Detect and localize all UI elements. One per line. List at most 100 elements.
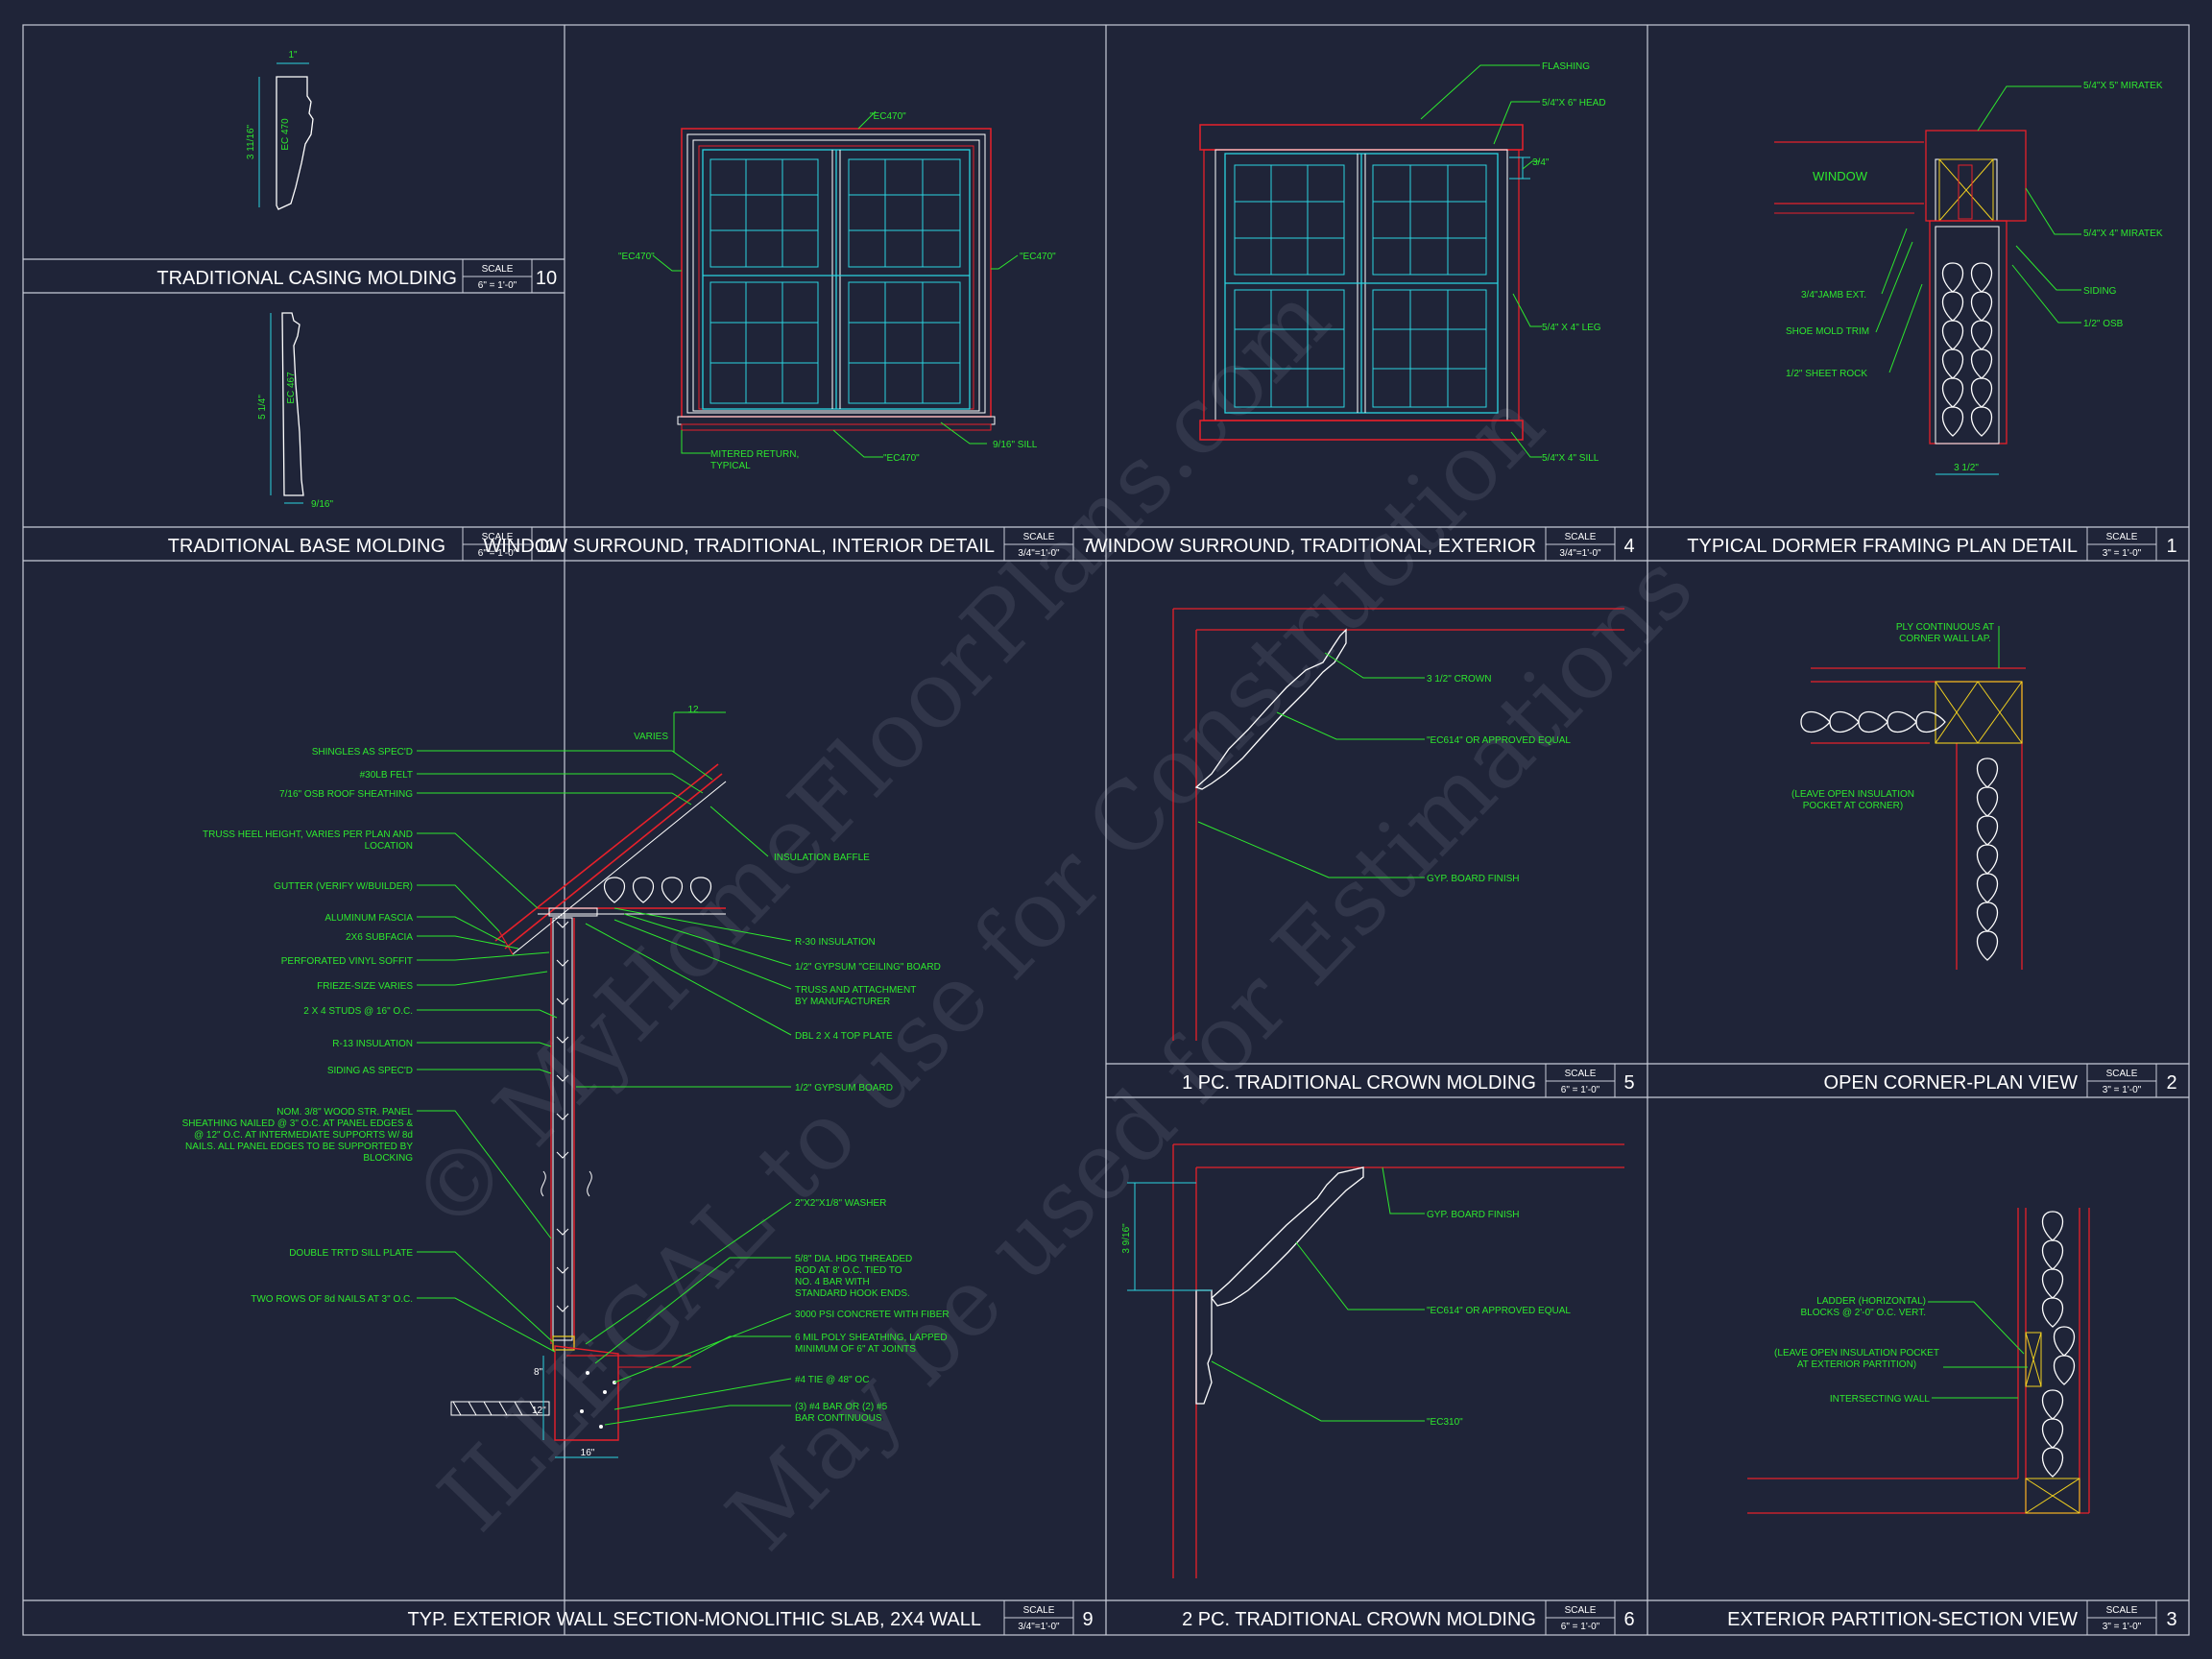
watermark: © MyHomeFloorPlans.com ILLEGAL to use fo… — [390, 265, 1714, 1571]
label: "EC470" — [870, 111, 906, 122]
panel-title: TYPICAL DORMER FRAMING PLAN DETAIL — [1687, 536, 2078, 557]
label: MITERED RETURN, — [710, 449, 799, 460]
scale-value: 3" = 1'-0" — [2103, 548, 2142, 559]
corner-insulation — [1800, 710, 1946, 733]
panel-number: 6 — [1623, 1609, 1634, 1630]
label: 3 9/16" — [1121, 1223, 1132, 1254]
crown-molding-2pc-detail: 3 9/16" GYP. BOARD FINISH "EC614" OR APP… — [1121, 1143, 1624, 1578]
label: 5/4"X 5" MIRATEK — [2083, 81, 2163, 91]
label: VARIES — [634, 732, 668, 742]
label: 5/4"X 4" MIRATEK — [2083, 228, 2163, 239]
scale-label: SCALE — [1023, 1605, 1055, 1616]
label: R-13 INSULATION — [332, 1039, 413, 1049]
label: @ 12" O.C. AT INTERMEDIATE SUPPORTS W/ 8… — [194, 1130, 413, 1141]
label: BY MANUFACTURER — [795, 997, 890, 1007]
scale-value: 6" = 1'-0" — [1561, 1085, 1600, 1095]
panel-number: 3 — [2166, 1609, 2176, 1630]
label: 2X6 SUBFACIA — [346, 932, 413, 943]
wall-section-detail: SHINGLES AS SPEC'D #30LB FELT 7/16" OSB … — [182, 705, 950, 1458]
panel-title: OPEN CORNER-PLAN VIEW — [1824, 1072, 2079, 1094]
label: CORNER WALL LAP. — [1899, 634, 1991, 644]
label: PLY CONTINUOUS AT — [1896, 622, 1994, 633]
scale-label: SCALE — [482, 264, 514, 275]
label: GYP. BOARD FINISH — [1427, 874, 1520, 884]
label: 3 1/2" — [1954, 463, 1979, 473]
label: BLOCKS @ 2'-0" O.C. VERT. — [1801, 1308, 1926, 1318]
panel-title: TRADITIONAL CASING MOLDING — [156, 268, 457, 289]
label: 1/2" OSB — [2083, 319, 2124, 329]
panel-title: TYP. EXTERIOR WALL SECTION-MONOLITHIC SL… — [407, 1609, 981, 1630]
scale-label: SCALE — [1023, 532, 1055, 542]
label: GUTTER (VERIFY W/BUILDER) — [274, 881, 413, 892]
panel-number: 9 — [1082, 1609, 1093, 1630]
casing-molding-detail: 1" 3 11/16" EC 470 — [246, 50, 314, 210]
label: TRUSS HEEL HEIGHT, VARIES PER PLAN AND — [203, 830, 413, 840]
scale-label: SCALE — [2106, 1605, 2138, 1616]
scale-label: SCALE — [1565, 532, 1597, 542]
label: "EC614" OR APPROVED EQUAL — [1427, 1306, 1571, 1316]
label: ALUMINUM FASCIA — [325, 913, 413, 924]
label: SHINGLES AS SPEC'D — [312, 747, 413, 757]
panel-number: 10 — [536, 268, 557, 289]
label: DBL 2 X 4 TOP PLATE — [795, 1031, 893, 1042]
label: 5/4" X 4" LEG — [1542, 323, 1601, 333]
label: LADDER (HORIZONTAL) — [1816, 1296, 1926, 1307]
insulation-batts — [1941, 262, 1993, 437]
label: TWO ROWS OF 8d NAILS AT 3" O.C. — [251, 1294, 413, 1305]
panel-title: TRADITIONAL BASE MOLDING — [168, 536, 445, 557]
scale-value: 6" = 1'-0" — [478, 548, 517, 559]
label: (3) #4 BAR OR (2) #5 — [795, 1402, 888, 1412]
label: FLASHING — [1542, 61, 1590, 72]
label: LOCATION — [365, 841, 413, 852]
label: DOUBLE TRT'D SILL PLATE — [289, 1248, 413, 1259]
panel-number: 2 — [2166, 1072, 2176, 1094]
scale-value: 3" = 1'-0" — [2103, 1622, 2142, 1632]
label: 1/2" GYPSUM "CEILING" BOARD — [795, 962, 941, 973]
dim-label: 8" — [534, 1367, 543, 1378]
window-interior-detail: "EC470" "EC470" "EC470" MITERED RETURN, … — [618, 110, 1056, 471]
ceiling-insulation — [603, 877, 712, 903]
scale-label: SCALE — [2106, 1069, 2138, 1079]
label: 3000 PSI CONCRETE WITH FIBER — [795, 1310, 950, 1320]
label: INSULATION BAFFLE — [774, 853, 870, 863]
dormer-framing-detail: 5/4"X 5" MIRATEK WINDOW 5/4"X 4" MIRATEK… — [1774, 81, 2163, 475]
label: SIDING — [2083, 286, 2117, 297]
corner-wall-insulation — [1976, 757, 1999, 961]
molding-code: EC 470 — [280, 118, 291, 151]
label: PERFORATED VINYL SOFFIT — [281, 956, 413, 967]
scale-value: 3/4"=1'-0" — [1018, 548, 1060, 559]
panel-number: 1 — [2166, 536, 2176, 557]
crown-molding-1pc-detail: 3 1/2" CROWN "EC614" OR APPROVED EQUAL G… — [1172, 608, 1624, 1041]
title-blocks — [462, 259, 2157, 1635]
open-corner-detail: PLY CONTINUOUS AT CORNER WALL LAP. (LEAV… — [1791, 622, 2026, 970]
label: "EC470" — [883, 453, 920, 464]
label: BAR CONTINUOUS — [795, 1413, 882, 1424]
label: 2 X 4 STUDS @ 16" O.C. — [303, 1006, 413, 1017]
window-exterior-detail: FLASHING 5/4"X 6" HEAD 3/4" 5/4" X 4" LE… — [1199, 61, 1606, 464]
label: SHEATHING NAILED @ 3" O.C. AT PANEL EDGE… — [182, 1118, 414, 1129]
label: ROD AT 8' O.C. TIED TO — [795, 1265, 902, 1276]
label: MINIMUM OF 6" AT JOINTS — [795, 1344, 916, 1355]
dim-label: 16" — [581, 1448, 595, 1458]
scale-value: 3/4"=1'-0" — [1018, 1622, 1060, 1632]
base-molding-detail: 5 1/4" EC 467 9/16" — [257, 312, 333, 510]
dim-bottom: 9/16" — [311, 499, 333, 510]
label: 5/4"X 4" SILL — [1542, 453, 1599, 464]
partition-insulation — [2041, 1211, 2076, 1478]
scale-value: 3" = 1'-0" — [2103, 1085, 2142, 1095]
label: 3/4" — [1532, 157, 1550, 168]
label: NAILS. ALL PANEL EDGES TO BE SUPPORTED B… — [185, 1142, 413, 1152]
scale-value: 6" = 1'-0" — [1561, 1622, 1600, 1632]
dim-height: 5 1/4" — [257, 395, 268, 420]
label: INTERSECTING WALL — [1830, 1394, 1931, 1405]
scale-value: 6" = 1'-0" — [478, 280, 517, 291]
panel-number: 11 — [537, 536, 557, 557]
dim-top: 1" — [288, 50, 298, 60]
label: WINDOW — [1813, 169, 1868, 183]
label: 12 — [687, 705, 699, 715]
label: BLOCKING — [363, 1153, 413, 1164]
label: NO. 4 BAR WITH — [795, 1277, 870, 1287]
label: POCKET AT CORNER) — [1803, 801, 1903, 811]
label: SIDING AS SPEC'D — [327, 1066, 413, 1076]
